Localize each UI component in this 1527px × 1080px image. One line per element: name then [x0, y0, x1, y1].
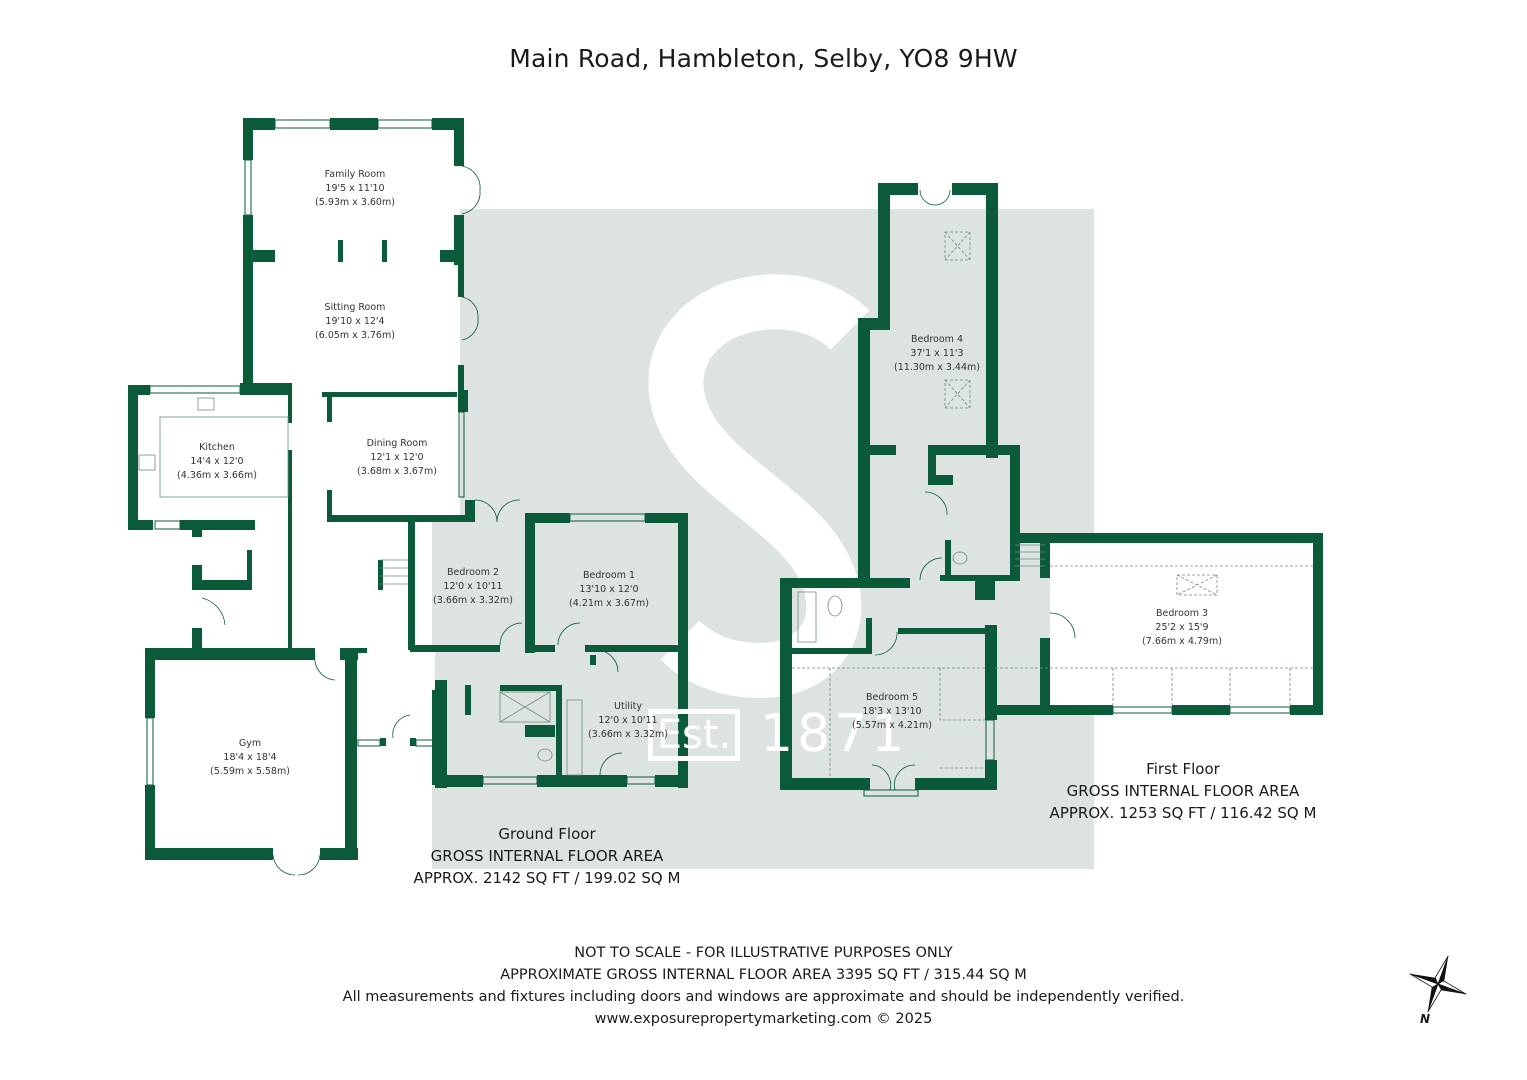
footer-total-area: APPROXIMATE GROSS INTERNAL FLOOR AREA 33…: [500, 967, 1027, 983]
room-size-metric: (5.59m x 5.58m): [210, 766, 290, 777]
room-size-metric: (11.30m x 3.44m): [894, 362, 980, 373]
room-label-gym: Gym 18'4 x 18'4 (5.59m x 5.58m): [210, 737, 290, 779]
floor-name: First Floor: [1146, 760, 1220, 778]
room-size-metric: (3.66m x 3.32m): [433, 595, 513, 606]
compass-north-label: N: [1420, 1012, 1431, 1026]
room-size-imperial: 12'0 x 10'11: [598, 715, 658, 726]
room-name: Bedroom 4: [910, 334, 964, 345]
floor-name: Ground Floor: [498, 825, 596, 843]
room-name: Bedroom 2: [446, 567, 500, 578]
windows: [146, 119, 1291, 797]
room-name: Bedroom 5: [865, 692, 919, 703]
room-name: Family Room: [324, 169, 386, 180]
room-size-imperial: 12'0 x 10'11: [443, 581, 503, 592]
room-size-metric: (5.57m x 4.21m): [852, 720, 932, 731]
room-name: Bedroom 3: [1155, 608, 1209, 619]
room-label-bedroom-5: Bedroom 5 18'3 x 13'10 (5.57m x 4.21m): [852, 691, 932, 733]
watermark-s-logo: [648, 274, 870, 698]
room-size-imperial: 13'10 x 12'0: [579, 584, 639, 595]
floor-area-heading: GROSS INTERNAL FLOOR AREA: [430, 847, 664, 865]
floor-area-heading: GROSS INTERNAL FLOOR AREA: [1066, 782, 1300, 800]
room-size-imperial: 18'3 x 13'10: [862, 706, 922, 717]
footer-scale-note: NOT TO SCALE - FOR ILLUSTRATIVE PURPOSES…: [574, 945, 953, 961]
room-label-bedroom-1: Bedroom 1 13'10 x 12'0 (4.21m x 3.67m): [569, 569, 649, 611]
watermark-est: Est.: [648, 709, 740, 761]
room-name: Bedroom 1: [582, 570, 636, 581]
doors: [201, 165, 1076, 876]
property-address-title: Main Road, Hambleton, Selby, YO8 9HW: [509, 44, 1018, 73]
room-label-bedroom-2: Bedroom 2 12'0 x 10'11 (3.66m x 3.32m): [433, 566, 513, 608]
room-name: Utility: [614, 701, 642, 712]
room-name: Dining Room: [366, 438, 428, 449]
room-label-sitting-room: Sitting Room 19'10 x 12'4 (6.05m x 3.76m…: [315, 301, 395, 343]
room-size-imperial: 19'10 x 12'4: [325, 316, 385, 327]
room-name: Kitchen: [199, 442, 235, 453]
room-size-metric: (4.36m x 3.66m): [177, 470, 257, 481]
floor-area-value: APPROX. 1253 SQ FT / 116.42 SQ M: [1049, 804, 1317, 822]
walls: [128, 118, 1323, 860]
room-size-metric: (4.21m x 3.67m): [569, 598, 649, 609]
room-size-metric: (3.66m x 3.32m): [588, 729, 668, 740]
first-floor-area-caption: First Floor GROSS INTERNAL FLOOR AREA AP…: [1050, 758, 1317, 824]
room-size-imperial: 25'2 x 15'9: [1155, 622, 1209, 633]
room-size-imperial: 19'5 x 11'10: [325, 183, 385, 194]
fixtures-solid: [138, 397, 1045, 776]
fixtures: [792, 231, 1313, 778]
room-name: Sitting Room: [324, 302, 386, 313]
room-size-metric: (7.66m x 4.79m): [1142, 636, 1222, 647]
ground-floor-area-caption: Ground Floor GROSS INTERNAL FLOOR AREA A…: [414, 823, 681, 889]
footer-disclaimer: NOT TO SCALE - FOR ILLUSTRATIVE PURPOSES…: [0, 942, 1527, 1030]
floor-area-value: APPROX. 2142 SQ FT / 199.02 SQ M: [413, 869, 681, 887]
room-size-metric: (6.05m x 3.76m): [315, 330, 395, 341]
room-fills: [135, 125, 1318, 855]
room-size-metric: (5.93m x 3.60m): [315, 197, 395, 208]
room-size-imperial: 14'4 x 12'0: [190, 456, 244, 467]
compass-rose: N: [1404, 948, 1476, 1028]
watermark-year: 1871: [760, 704, 909, 764]
room-label-dining-room: Dining Room 12'1 x 12'0 (3.68m x 3.67m): [357, 437, 437, 479]
room-label-bedroom-4: Bedroom 4 37'1 x 11'3 (11.30m x 3.44m): [894, 333, 980, 375]
room-size-imperial: 37'1 x 11'3: [910, 348, 964, 359]
footer-website-copyright: www.exposurepropertymarketing.com © 2025: [594, 1011, 933, 1027]
footer-measurement-note: All measurements and fixtures including …: [342, 989, 1185, 1005]
room-size-imperial: 18'4 x 18'4: [223, 752, 277, 763]
room-name: Gym: [238, 738, 262, 749]
north-arrow-icon: [1409, 955, 1467, 1013]
room-label-bedroom-3: Bedroom 3 25'2 x 15'9 (7.66m x 4.79m): [1142, 607, 1222, 649]
room-size-metric: (3.68m x 3.67m): [357, 466, 437, 477]
room-label-utility: Utility 12'0 x 10'11 (3.66m x 3.32m): [588, 700, 668, 742]
room-label-family-room: Family Room 19'5 x 11'10 (5.93m x 3.60m): [315, 168, 395, 210]
room-size-imperial: 12'1 x 12'0: [370, 452, 424, 463]
room-label-kitchen: Kitchen 14'4 x 12'0 (4.36m x 3.66m): [177, 441, 257, 483]
